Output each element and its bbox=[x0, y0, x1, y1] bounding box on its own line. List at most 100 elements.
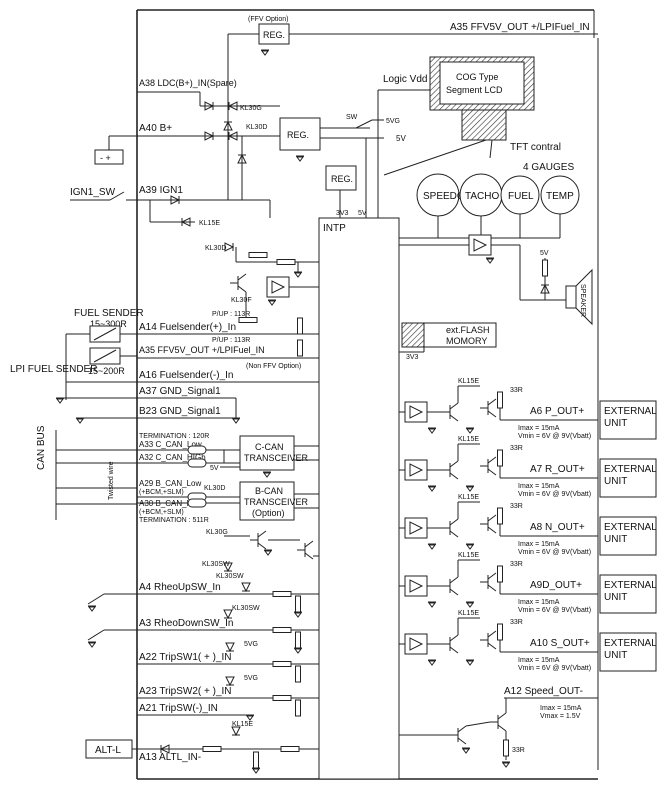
a12-33r-label: 33R bbox=[512, 747, 525, 754]
external-unit-sub-4: UNIT bbox=[604, 650, 627, 661]
5vg-label: 5VG bbox=[386, 118, 400, 125]
output-buffer-3 bbox=[404, 575, 428, 597]
kl30g-label: KL30G bbox=[240, 105, 262, 112]
a29-label: A29 B_CAN_Low bbox=[139, 479, 201, 488]
kl30d-b-label: KL30D bbox=[205, 245, 226, 252]
bcan-label-3: (Option) bbox=[252, 508, 285, 518]
5v-label: 5V bbox=[396, 134, 406, 143]
output-33r-label-3: 33R bbox=[510, 561, 523, 568]
left-section: KL30D KL30F FUEL SENDER 15~300R P/UP : 1… bbox=[10, 242, 319, 774]
bcan-label-1: B-CAN bbox=[255, 486, 283, 496]
fuel-sender-label: FUEL SENDER bbox=[74, 308, 144, 319]
external-unit-sub-2: UNIT bbox=[604, 534, 627, 545]
alt-l-label: ALT-L bbox=[95, 745, 121, 756]
non-ffv-label: (Non FFV Option) bbox=[246, 363, 301, 370]
kl15e-label: KL15E bbox=[199, 220, 220, 227]
external-unit-sub-1: UNIT bbox=[604, 476, 627, 487]
a22-label: A22 TripSW1( + )_IN bbox=[139, 652, 232, 663]
a21-label: A21 TripSW(-)_IN bbox=[139, 703, 218, 714]
can-bus-label: CAN BUS bbox=[36, 425, 47, 470]
termination2-label: TERMINATION : 511R bbox=[139, 517, 209, 524]
lpi-sender-label: LPI FUEL SENDER bbox=[10, 364, 97, 375]
regulator-3v3 bbox=[325, 165, 357, 191]
regulator-3v3-label: REG. bbox=[331, 174, 353, 184]
output-kl15e-label-1: KL15E bbox=[458, 436, 479, 443]
external-unit-3 bbox=[599, 574, 657, 614]
5vg-b-label: 5VG bbox=[244, 641, 258, 648]
external-unit-sub-3: UNIT bbox=[604, 592, 627, 603]
output-resistor-0 bbox=[497, 391, 503, 409]
external-unit-0 bbox=[599, 400, 657, 440]
gauges: SPEEDO TACHO FUEL TEMP bbox=[399, 173, 580, 239]
output-transistor-1 bbox=[441, 460, 459, 480]
a39-label: A39 IGN1 bbox=[139, 185, 183, 196]
a29-sub-label: (+BCM,+SLM) bbox=[139, 489, 184, 496]
lcd-name-label: Segment LCD bbox=[446, 85, 503, 95]
output-label-4: A10 S_OUT+ bbox=[530, 638, 590, 649]
kl30g-b-label: KL30G bbox=[206, 529, 228, 536]
a13-label: A13 ALTL_IN- bbox=[139, 752, 201, 763]
output-label-0: A6 P_OUT+ bbox=[530, 406, 584, 417]
termination1-label: TERMINATION : 120R bbox=[139, 433, 209, 440]
a37-label: A37 GND_Signal1 bbox=[139, 386, 221, 397]
external-unit-1 bbox=[599, 458, 657, 498]
output-resistor-4 bbox=[497, 623, 503, 641]
kl15e-b-label: KL15E bbox=[232, 721, 253, 728]
output-resistor-1 bbox=[497, 449, 503, 467]
pup2-label: P/UP : 113R bbox=[212, 337, 250, 344]
output-vmin-3: Vmin = 6V @ 9V(Vbatt) bbox=[518, 607, 591, 614]
output-imax-1: Imax = 15mA bbox=[518, 483, 560, 490]
output-label-3: A9D_OUT+ bbox=[530, 580, 582, 591]
output-kl15e-label-0: KL15E bbox=[458, 378, 479, 385]
kl30d-c-label: KL30D bbox=[204, 485, 225, 492]
external-unit-label-3: EXTERNAL bbox=[604, 580, 657, 591]
flash-3v3-label: 3V3 bbox=[406, 354, 419, 361]
a33-label: A33 C_CAN_Low bbox=[139, 440, 202, 449]
a23-label: A23 TripSW2( + )_IN bbox=[139, 686, 232, 697]
a12-label: A12 Speed_OUT- bbox=[504, 686, 583, 697]
a3-label: A3 RheoDownSW_In bbox=[139, 618, 234, 629]
flash-label-1: ext.FLASH bbox=[446, 325, 490, 335]
output-label-2: A8 N_OUT+ bbox=[530, 522, 585, 533]
output-imax-4: Imax = 15mA bbox=[518, 657, 560, 664]
external-unit-label-0: EXTERNAL bbox=[604, 406, 657, 417]
ext-flash: ext.FLASH MOMORY 3V3 bbox=[399, 322, 497, 361]
output-33r-label-2: 33R bbox=[510, 503, 523, 510]
output-transistor-b-2 bbox=[479, 514, 497, 534]
output-vmin-2: Vmin = 6V @ 9V(Vbatt) bbox=[518, 549, 591, 556]
output-33r-label-4: 33R bbox=[510, 619, 523, 626]
kl30d-label: KL30D bbox=[246, 124, 267, 131]
ccan-label-1: C-CAN bbox=[255, 442, 284, 452]
regulator-ffv-label: REG. bbox=[263, 30, 285, 40]
kl30sw-label: KL30SW bbox=[202, 561, 230, 568]
lcd-type-label: COG Type bbox=[456, 72, 498, 82]
ccan-label-2: TRANSCEIVER bbox=[244, 453, 309, 463]
flash-label-2: MOMORY bbox=[446, 336, 487, 346]
bcan-label-2: TRANSCEIVER bbox=[244, 497, 309, 507]
a16-label: A16 Fuelsender(-)_In bbox=[139, 370, 234, 381]
pup1-label: P/UP : 113R bbox=[212, 311, 250, 318]
output-resistor-3 bbox=[497, 565, 503, 583]
kl30sw-b-label: KL30SW bbox=[216, 573, 244, 580]
output-33r-label-0: 33R bbox=[510, 387, 523, 394]
regulator-main bbox=[279, 117, 321, 151]
output-vmin-4: Vmin = 6V @ 9V(Vbatt) bbox=[518, 665, 591, 672]
output-transistor-b-4 bbox=[479, 630, 497, 650]
top-section: (FFV Option) REG. A35 FFV5V_OUT +/LPIFue… bbox=[70, 16, 598, 227]
tft-contral-label: TFT contral bbox=[510, 142, 561, 153]
external-unit-4 bbox=[599, 632, 657, 672]
output-kl15e-label-2: KL15E bbox=[458, 494, 479, 501]
speaker-icon bbox=[565, 285, 577, 309]
5vg-c-label: 5VG bbox=[244, 675, 258, 682]
external-unit-2 bbox=[599, 516, 657, 556]
b-can-transceiver bbox=[239, 481, 295, 521]
a35b-label: A35 FFV5V_OUT +/LPIFuel_IN bbox=[139, 345, 265, 355]
output-transistor-3 bbox=[441, 576, 459, 596]
svg-text:- +: - + bbox=[100, 153, 111, 163]
output-imax-0: Imax = 15mA bbox=[518, 425, 560, 432]
a4-label: A4 RheoUpSW_In bbox=[139, 582, 221, 593]
a30-sub-label: (+BCM,+SLM) bbox=[139, 509, 184, 516]
output-imax-2: Imax = 15mA bbox=[518, 541, 560, 548]
output-buffer-4 bbox=[404, 633, 428, 655]
